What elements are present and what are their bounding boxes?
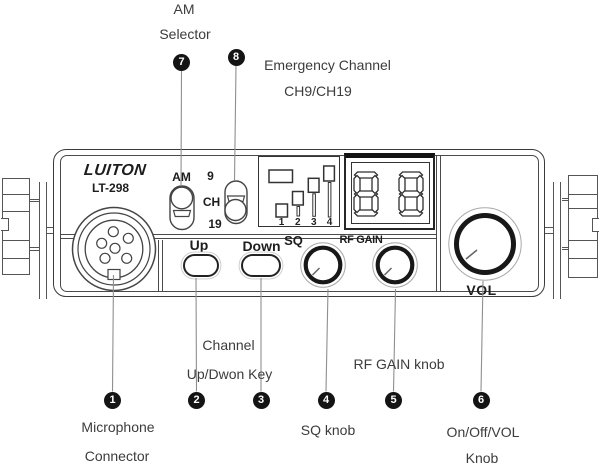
- ch9-label: 9: [207, 168, 214, 183]
- ch-switch-knob: [224, 198, 247, 222]
- panel-divider-horizontal: [60, 238, 436, 240]
- knob-indicator: [465, 249, 478, 260]
- rf-gain-panel-label: RF GAIN: [339, 234, 383, 246]
- right-bracket-conn: [561, 197, 569, 202]
- mic-keyway-notch: [107, 268, 121, 281]
- meter-bar-2: [291, 190, 305, 206]
- rf-gain-knob: [372, 242, 418, 288]
- callout-3: 3: [252, 391, 270, 409]
- am-selector-annotation-line2: Selector: [159, 26, 211, 42]
- emergency-channel-annotation-line2: CH9/CH19: [284, 82, 352, 99]
- panel-divider-vertical: [162, 239, 164, 292]
- volume-knob: [448, 207, 522, 281]
- brand-logo: LUITON: [83, 162, 148, 179]
- bracket-groove: [3, 240, 29, 242]
- meter-bar-1: [275, 203, 289, 218]
- left-bracket-conn: [30, 198, 39, 203]
- meter-stem-3: [312, 193, 316, 217]
- meter-stem-4: [327, 182, 332, 218]
- meter-tick-4: 4: [327, 217, 333, 227]
- right-bracket-notch: [591, 218, 599, 232]
- callout-6: 6: [472, 391, 490, 409]
- mic-pin: [99, 252, 111, 264]
- bracket-groove: [569, 193, 597, 195]
- seven-segment-digit: [352, 170, 379, 217]
- leader-line-5: [392, 288, 397, 392]
- microphone-connector: [71, 206, 157, 292]
- mic-pin: [107, 226, 119, 238]
- meter-tick-1: 1: [279, 217, 285, 227]
- left-bracket-bar: [38, 181, 47, 299]
- mic-pin: [109, 242, 121, 254]
- bracket-groove: [569, 258, 597, 260]
- am-switch-label: AM: [172, 169, 191, 184]
- rf-gain-knob-annotation: RF GAIN knob: [353, 355, 445, 372]
- left-bracket-notch: [1, 217, 9, 231]
- left-bracket-conn: [30, 247, 39, 251]
- vol-knob-annotation-line1: On/Off/VOL: [446, 423, 520, 440]
- knob-indicator: [383, 267, 393, 276]
- panel-divider-vertical: [436, 155, 438, 291]
- ch19-label: 19: [208, 217, 222, 231]
- callout-7: 7: [173, 54, 190, 71]
- signal-meter-bars: 1 2 3 4: [268, 165, 336, 227]
- panel-divider-vertical: [440, 155, 442, 291]
- channel-key-annotation-line2: Up/Dwon Key: [186, 365, 273, 382]
- channel-up-button: [182, 254, 219, 277]
- am-selector-switch: [169, 185, 195, 231]
- am-selector-annotation-line1: AM: [173, 0, 195, 17]
- ch-label: CH: [202, 194, 221, 209]
- meter-tick-3: 3: [311, 217, 317, 227]
- vol-panel-label: VOL: [466, 282, 497, 298]
- am-switch-knob-side: [172, 209, 192, 218]
- meter-top-bar: [268, 169, 294, 184]
- callout-4: 4: [317, 391, 335, 409]
- bracket-groove: [3, 257, 29, 259]
- vol-knob-annotation-line2: Knob: [465, 449, 499, 466]
- emergency-channel-switch: [224, 180, 248, 225]
- panel-divider-vertical: [157, 239, 159, 292]
- callout-2: 2: [188, 391, 205, 409]
- meter-bar-3: [307, 177, 320, 194]
- microphone-annotation-line1: Microphone: [81, 418, 155, 435]
- sq-knob-panel-label: SQ: [284, 232, 303, 248]
- channel-key-annotation-line1: Channel: [202, 337, 255, 353]
- bracket-groove: [3, 210, 29, 212]
- right-bracket-conn: [561, 246, 569, 250]
- callout-1: 1: [104, 391, 121, 409]
- callout-8: 8: [227, 48, 245, 66]
- model-number: LT-298: [91, 181, 130, 195]
- bracket-groove: [569, 208, 597, 210]
- bracket-groove: [3, 193, 29, 195]
- mic-pin: [96, 237, 108, 249]
- knob-indicator: [311, 267, 320, 276]
- channel-down-button: [240, 254, 281, 277]
- bracket-groove: [569, 240, 597, 242]
- right-bracket-conn: [544, 226, 554, 234]
- mic-pin: [122, 232, 134, 244]
- squelch-knob: [299, 242, 346, 288]
- right-bracket-bar: [553, 181, 561, 299]
- panel-divider-horizontal: [60, 233, 436, 235]
- up-button-label: Up: [189, 237, 209, 253]
- down-button-label: Down: [242, 238, 281, 254]
- sq-knob-annotation: SQ knob: [300, 422, 356, 438]
- left-bracket-conn: [46, 226, 55, 234]
- leader-line-4: [325, 288, 329, 392]
- seven-segment-digit: [397, 170, 424, 217]
- meter-bar-4: [322, 165, 336, 182]
- meter-tick-2: 2: [295, 217, 301, 227]
- meter-stem-2: [296, 206, 301, 217]
- am-switch-knob: [170, 186, 194, 210]
- callout-5: 5: [385, 391, 402, 409]
- mic-pin: [121, 252, 133, 264]
- emergency-channel-annotation-line1: Emergency Channel: [264, 56, 391, 73]
- microphone-annotation-line2: Connector: [84, 448, 150, 464]
